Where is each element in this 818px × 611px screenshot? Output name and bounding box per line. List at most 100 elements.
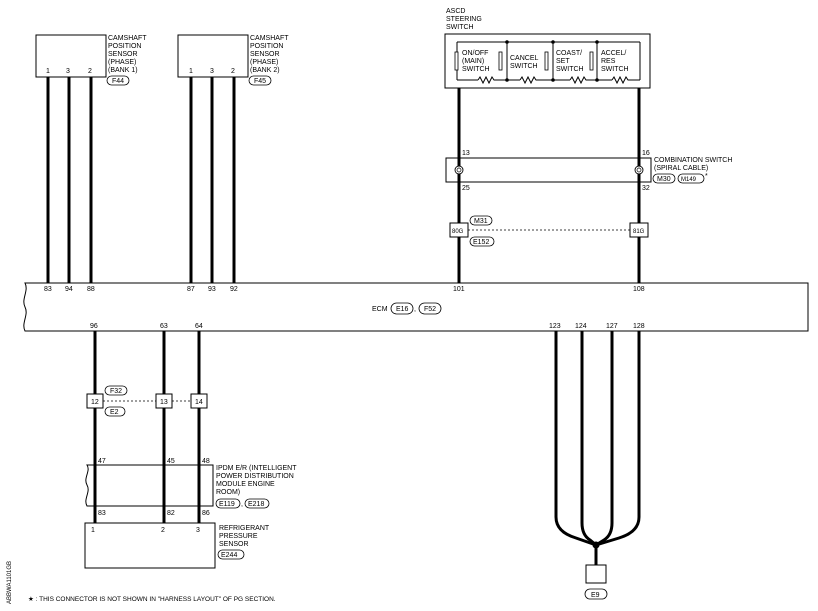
cmp2-label-1: CAMSHAFT [250,35,289,42]
combination-switch: 13 16 25 32 COMBINATION SWITCH (SPIRAL C… [445,150,732,192]
ecm-pin-64: 64 [195,323,203,330]
ecm-pin-123: 123 [549,323,561,330]
svg-text:,: , [241,501,243,508]
cmp1-label-2: POSITION [108,43,141,50]
sw3-label-1: COAST/ [556,50,582,57]
joint-connector-m31: M31 [474,218,488,225]
combo-pin-32: 32 [642,185,650,192]
ecm-module: ECM E16 , F52 83 94 88 87 93 92 101 108 … [23,282,809,332]
ascd-title-2: STEERING [446,16,482,23]
ipdm-connector-e119: E119 [219,501,235,508]
sw1-label-2: (MAIN) [462,58,484,65]
ecm-pin-127: 127 [606,323,618,330]
cmp2-pin-2: 3 [210,68,214,75]
combo-pin-13: 13 [462,150,470,157]
combo-label-2: (SPIRAL CABLE) [654,165,708,172]
sw1-label-1: ON/OFF [462,50,488,57]
ascd-steering-switch: ASCD STEERING SWITCH ON/OFF (MAIN) SWITC… [444,8,651,89]
ipdm-pin-82: 82 [167,510,175,517]
footnote: ★ : THIS CONNECTOR IS NOT SHOWN IN "HARN… [28,595,276,603]
cmp1-pin-2: 3 [66,68,70,75]
ipdm-connector-e218: E218 [248,501,264,508]
ecm-pin-108: 108 [633,286,645,293]
ascd-title-3: SWITCH [446,24,474,31]
joint-connector-e152: E152 [473,239,489,246]
ipdm-pin-47: 47 [98,458,106,465]
cmp1-label-4: (PHASE) [108,59,136,66]
joint-lower-pin-13: 13 [160,399,168,406]
ground-wiring: E9 [554,331,641,600]
ipdm-pin-83: 83 [98,510,106,517]
ipdm-label-2: POWER DISTRIBUTION [216,473,294,480]
ipdm-pin-86: 86 [202,510,210,517]
ecm-pin-83: 83 [44,286,52,293]
ipdm-label-3: MODULE ENGINE [216,481,275,488]
cmp2-pin-1: 1 [189,68,193,75]
refrig-label-3: SENSOR [219,541,249,548]
ecm-pin-124: 124 [575,323,587,330]
cmp1-pin-3: 2 [88,68,92,75]
ecm-label: ECM [372,306,388,313]
sw3-label-2: SET [556,58,570,65]
sw4-label-1: ACCEL/ [601,50,626,57]
ipdm-label-4: ROOM) [216,489,240,496]
combo-connector-1: M30 [657,176,671,183]
joint-pin-80g: 80G [452,229,464,235]
combo-pin-16: 16 [642,150,650,157]
ipdm-pin-45: 45 [167,458,175,465]
refrig-label-2: PRESSURE [219,533,258,540]
joint-connector-m31-e152: 80G 81G M31 E152 [449,215,649,247]
ecm-pin-128: 128 [633,323,645,330]
ecm-connector-f52: F52 [424,306,436,313]
camshaft-sensor-bank1: CAMSHAFT POSITION SENSOR (PHASE) (BANK 1… [35,34,147,86]
ecm-connector-e16: E16 [396,306,409,313]
joint-lower-connector-f32: F32 [110,388,122,395]
cmp1-label-3: SENSOR [108,51,138,58]
refrig-pin-2: 2 [161,527,165,534]
ipdm-label-1: IPDM E/R (INTELLIGENT [216,465,297,472]
cmp2-label-2: POSITION [250,43,283,50]
diagram-code: ABBWA1101GB [7,561,13,604]
ecm-pin-101: 101 [453,286,465,293]
sw4-label-2: RES [601,58,616,65]
svg-text:,: , [414,306,416,313]
ecm-pin-88: 88 [87,286,95,293]
refrigerant-pressure-sensor: 1 2 3 REFRIGERANT PRESSURE SENSOR E244 [84,522,270,569]
cmp2-label-5: (BANK 2) [250,67,280,74]
ecm-pin-93: 93 [208,286,216,293]
refrig-pin-3: 3 [196,527,200,534]
joint-lower-pin-12: 12 [91,399,99,406]
cmp2-connector: F45 [254,78,266,85]
ecm-pin-63: 63 [160,323,168,330]
refrig-label-1: REFRIGERANT [219,525,270,532]
ecm-pin-87: 87 [187,286,195,293]
combo-pin-25: 25 [462,185,470,192]
sw2-label-2: SWITCH [510,63,538,70]
joint-connector-f32-e2: 12 13 14 F32 E2 [86,385,208,417]
cmp1-label-5: (BANK 1) [108,67,138,74]
ipdm-pin-48: 48 [202,458,210,465]
refrig-connector: E244 [221,552,237,559]
combo-star: * [705,173,708,180]
cmp1-pin-1: 1 [46,68,50,75]
ecm-pin-94: 94 [65,286,73,293]
ipdm-er: 47 45 48 83 82 86 IPDM E/R (INTELLIGENT … [85,458,297,517]
cmp1-connector: F44 [112,78,124,85]
ecm-pin-92: 92 [230,286,238,293]
cmp2-pin-3: 2 [231,68,235,75]
sw1-label-3: SWITCH [462,66,490,73]
sw2-label-1: CANCEL [510,55,539,62]
combo-label-1: COMBINATION SWITCH [654,157,732,164]
sw3-label-3: SWITCH [556,66,584,73]
combo-connector-2: M149 [681,177,697,183]
cmp1-label-1: CAMSHAFT [108,35,147,42]
cmp2-label-4: (PHASE) [250,59,278,66]
sw4-label-3: SWITCH [601,66,629,73]
joint-lower-connector-e2: E2 [110,409,119,416]
ecm-pin-96: 96 [90,323,98,330]
refrig-pin-1: 1 [91,527,95,534]
joint-lower-pin-14: 14 [195,399,203,406]
cmp2-label-3: SENSOR [250,51,280,58]
ground-connector-e9: E9 [591,592,600,599]
